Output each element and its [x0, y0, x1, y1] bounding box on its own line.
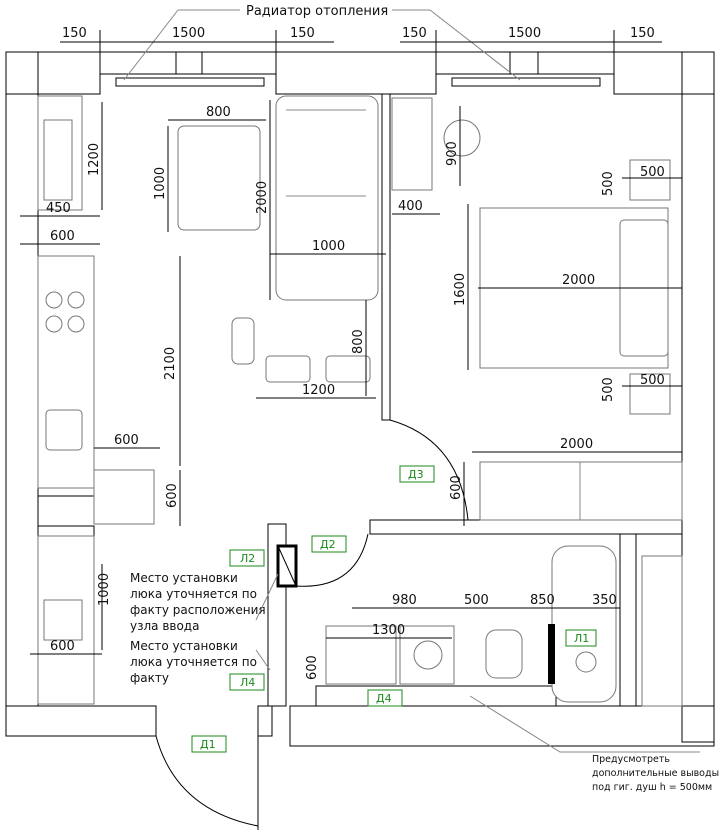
dim-600-b: 600 [114, 433, 139, 448]
dim-150-d: 150 [630, 26, 655, 41]
dim-500-d: 500 [464, 593, 489, 608]
radiator-leader-right [429, 9, 521, 81]
tag-d1-box [191, 735, 227, 753]
dim-600-c: 600 [165, 483, 180, 508]
tag-d4-box [367, 689, 403, 707]
note1-line1: Место установки [130, 571, 238, 585]
note2-line2: люка уточняется по [130, 655, 257, 669]
note3-line2: дополнительные выводы [592, 768, 719, 779]
tag-l1-box [565, 629, 597, 647]
door-tag-d1: Д1 [200, 738, 216, 751]
dim-600-f: 600 [50, 639, 75, 654]
dim-800: 800 [206, 105, 231, 120]
dim-1200-b: 1200 [302, 383, 335, 398]
hatch-panel-diag [277, 545, 297, 587]
door-tag-d2: Д2 [320, 538, 336, 551]
note3-line3: под гиг. душ h = 500мм [592, 782, 712, 793]
dim-1000-c: 1000 [97, 573, 112, 606]
dim-500-a: 500 [640, 165, 665, 180]
dim-800-b: 800 [351, 329, 366, 354]
lamp-tag-l2: Л2 [240, 552, 255, 565]
note2-leader [255, 649, 271, 671]
kitchen-furniture [37, 95, 155, 705]
note2-line3: факту [130, 671, 169, 685]
door-swing-d3 [389, 419, 469, 521]
wardrobe-bedroom [479, 461, 683, 521]
dim-980: 980 [392, 593, 417, 608]
bed [443, 119, 671, 415]
dim-600-e: 600 [305, 655, 320, 680]
dim-150-c: 150 [402, 26, 427, 41]
note2-line1: Место установки [130, 639, 238, 653]
dining-table [177, 125, 371, 383]
dim-2100: 2100 [163, 347, 178, 380]
dim-1000-a: 1000 [153, 167, 168, 200]
dim-2000-b: 2000 [562, 273, 595, 288]
dim-850: 850 [530, 593, 555, 608]
note3-line1: Предусмотреть [592, 754, 670, 765]
top-dimension-chains [60, 30, 662, 60]
sofa [275, 95, 379, 301]
dim-400: 400 [398, 199, 423, 214]
dim-1500-a: 1500 [172, 26, 205, 41]
door-tag-d3: Д3 [408, 468, 424, 481]
dim-500-b: 500 [640, 373, 665, 388]
note3-leader [469, 695, 700, 753]
dim-600-a: 600 [50, 229, 75, 244]
door-swing-d1 [155, 735, 259, 827]
radiator-leader-left [123, 9, 179, 81]
tag-l4-box [229, 673, 265, 691]
exterior-walls [5, 51, 715, 747]
dim-150-a: 150 [62, 26, 87, 41]
dim-600-d: 600 [449, 475, 464, 500]
wardrobe-small [391, 97, 433, 191]
dim-1300: 1300 [372, 623, 405, 638]
tag-d3-box [399, 465, 435, 483]
note1-line2: люка уточняется по [130, 587, 257, 601]
tag-d2-box [311, 535, 347, 553]
note-hatch-fact: Место установки люка уточняется по факту [130, 639, 257, 685]
dim-2000-a: 2000 [255, 181, 270, 214]
dim-900: 900 [445, 141, 460, 166]
note1-line3: факту расположения [130, 603, 266, 617]
tag-l2-box [229, 549, 265, 567]
lamp-tag-l1: Л1 [574, 632, 589, 645]
dim-150-b: 150 [290, 26, 315, 41]
dim-350: 350 [592, 593, 617, 608]
lamp-tag-l4: Л4 [240, 676, 255, 689]
note-shower-outputs: Предусмотреть дополнительные выводы под … [592, 754, 719, 793]
dim-500-c-vertical: 500 [601, 377, 616, 402]
door-tag-d4: Д4 [376, 692, 392, 705]
dim-1200-a: 1200 [87, 143, 102, 176]
dim-500-b-vertical: 500 [601, 171, 616, 196]
note1-leader [255, 573, 279, 621]
bathroom-fixtures [325, 545, 683, 707]
note-hatch-input: Место установки люка уточняется по факту… [130, 571, 266, 633]
dim-450: 450 [46, 201, 71, 216]
dim-2000-c: 2000 [560, 437, 593, 452]
radiator-label: Радиатор отопления [246, 4, 388, 19]
door-swing-d2 [295, 533, 369, 587]
dim-1000-b: 1000 [312, 239, 345, 254]
dim-1500-b: 1500 [508, 26, 541, 41]
dim-1600: 1600 [453, 273, 468, 306]
partition [548, 624, 555, 684]
interior-walls [37, 93, 683, 707]
note1-line4: узла ввода [130, 619, 199, 633]
